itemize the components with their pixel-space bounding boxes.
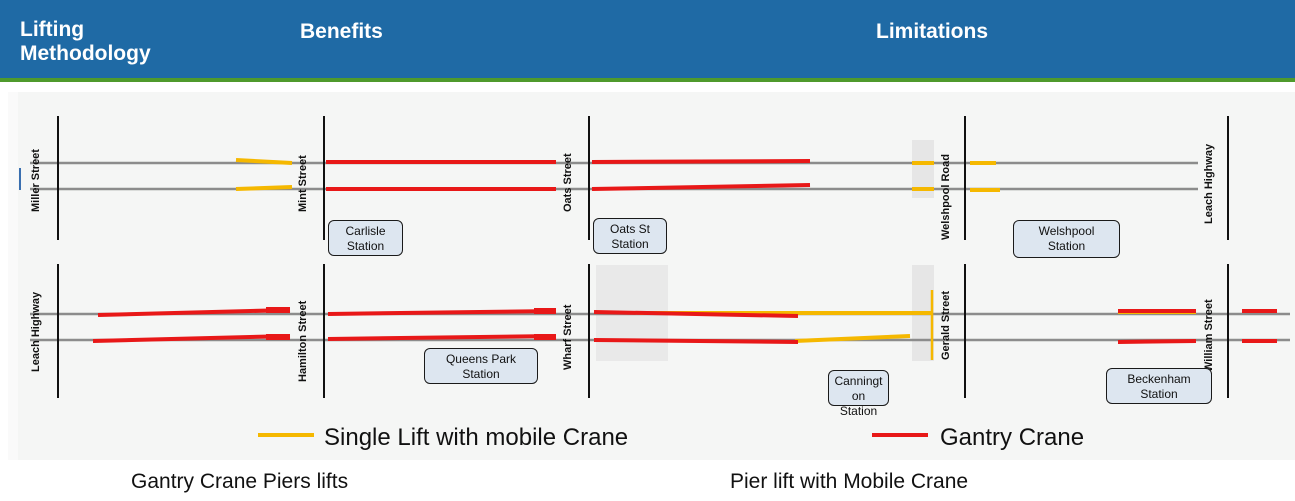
- station-beckenham: Beckenham Station: [1106, 368, 1212, 404]
- single-lift-segment: [794, 334, 911, 343]
- street-dividers: [57, 116, 1229, 398]
- header-benefits: Benefits: [300, 20, 383, 43]
- header-bar: [0, 0, 1295, 78]
- street-label-wharf: Wharf Street: [562, 304, 574, 370]
- street-label-mint: Mint Street: [297, 155, 309, 212]
- station-name-line: Welshpool: [1038, 224, 1095, 238]
- street-label-oats: Oats Street: [562, 153, 574, 212]
- gantry-segment: [1117, 339, 1197, 344]
- station-name-line: Station: [611, 237, 649, 251]
- gantry-segment: [327, 309, 557, 316]
- station-name-line: Queens Park: [445, 352, 517, 366]
- station-name-line: Station: [839, 404, 878, 418]
- street-label-welshpool: Welshpool Road: [940, 154, 952, 240]
- station-name-line: on: [851, 389, 866, 403]
- legend-single-lift-label: Single Lift with mobile Crane: [324, 424, 629, 451]
- legend-gantry-label: Gantry Crane: [940, 424, 1085, 451]
- panel-edge: [8, 92, 18, 460]
- street-label-leach-bottom: Leach Highway: [30, 291, 42, 372]
- station-name-line: Station: [346, 239, 385, 253]
- station-name-line: Station: [1140, 387, 1178, 401]
- station-name-line: Canningt: [834, 374, 883, 388]
- header-col1-line1: Lifting: [20, 18, 85, 41]
- header-rule: [0, 78, 1295, 82]
- station-name-line: Oats St: [609, 222, 650, 236]
- single-lift-segment: [235, 158, 293, 165]
- street-label-leach-top: Leach Highway: [1203, 143, 1215, 224]
- street-label-miller: Miller Street: [30, 149, 42, 212]
- legend-single-lift-swatch: [258, 433, 314, 437]
- gantry-segment: [593, 338, 799, 344]
- station-oats: Oats St Station: [593, 218, 667, 254]
- gantry-segment: [591, 183, 811, 191]
- gantry-segment: [92, 334, 291, 343]
- station-name-line: Carlisle: [345, 224, 386, 238]
- gantry-segment: [591, 159, 811, 164]
- station-name-line: Beckenham: [1127, 372, 1191, 386]
- footer-right-text: Pier lift with Mobile Crane: [730, 470, 969, 493]
- station-queens-park: Queens Park Station: [424, 348, 538, 384]
- gantry-segment: [327, 334, 557, 341]
- gantry-segments: [92, 159, 1277, 344]
- gantry-segment: [97, 308, 291, 317]
- footer-left-text: Gantry Crane Piers lifts: [131, 470, 349, 493]
- panel-marker: [19, 168, 21, 190]
- single-lift-segment: [235, 185, 293, 191]
- street-label-william: William Street: [1203, 299, 1215, 372]
- header-col1-line2: Methodology: [20, 42, 151, 65]
- station-carlisle: Carlisle Station: [328, 220, 403, 256]
- station-name-line: Station: [462, 367, 500, 381]
- street-label-gerald: Gerald Street: [940, 290, 952, 360]
- gantry-segment: [593, 310, 799, 318]
- station-cannington: Canningt on Station: [828, 370, 889, 418]
- legend-gantry-swatch: [872, 433, 928, 437]
- shade-block: [912, 140, 934, 198]
- header-lifting-methodology: Lifting Methodology: [20, 18, 151, 66]
- header-limitations: Limitations: [876, 20, 989, 43]
- station-name-line: Station: [1047, 239, 1086, 253]
- station-welshpool: Welshpool Station: [1013, 220, 1120, 258]
- street-label-hamilton: Hamilton Street: [297, 300, 309, 382]
